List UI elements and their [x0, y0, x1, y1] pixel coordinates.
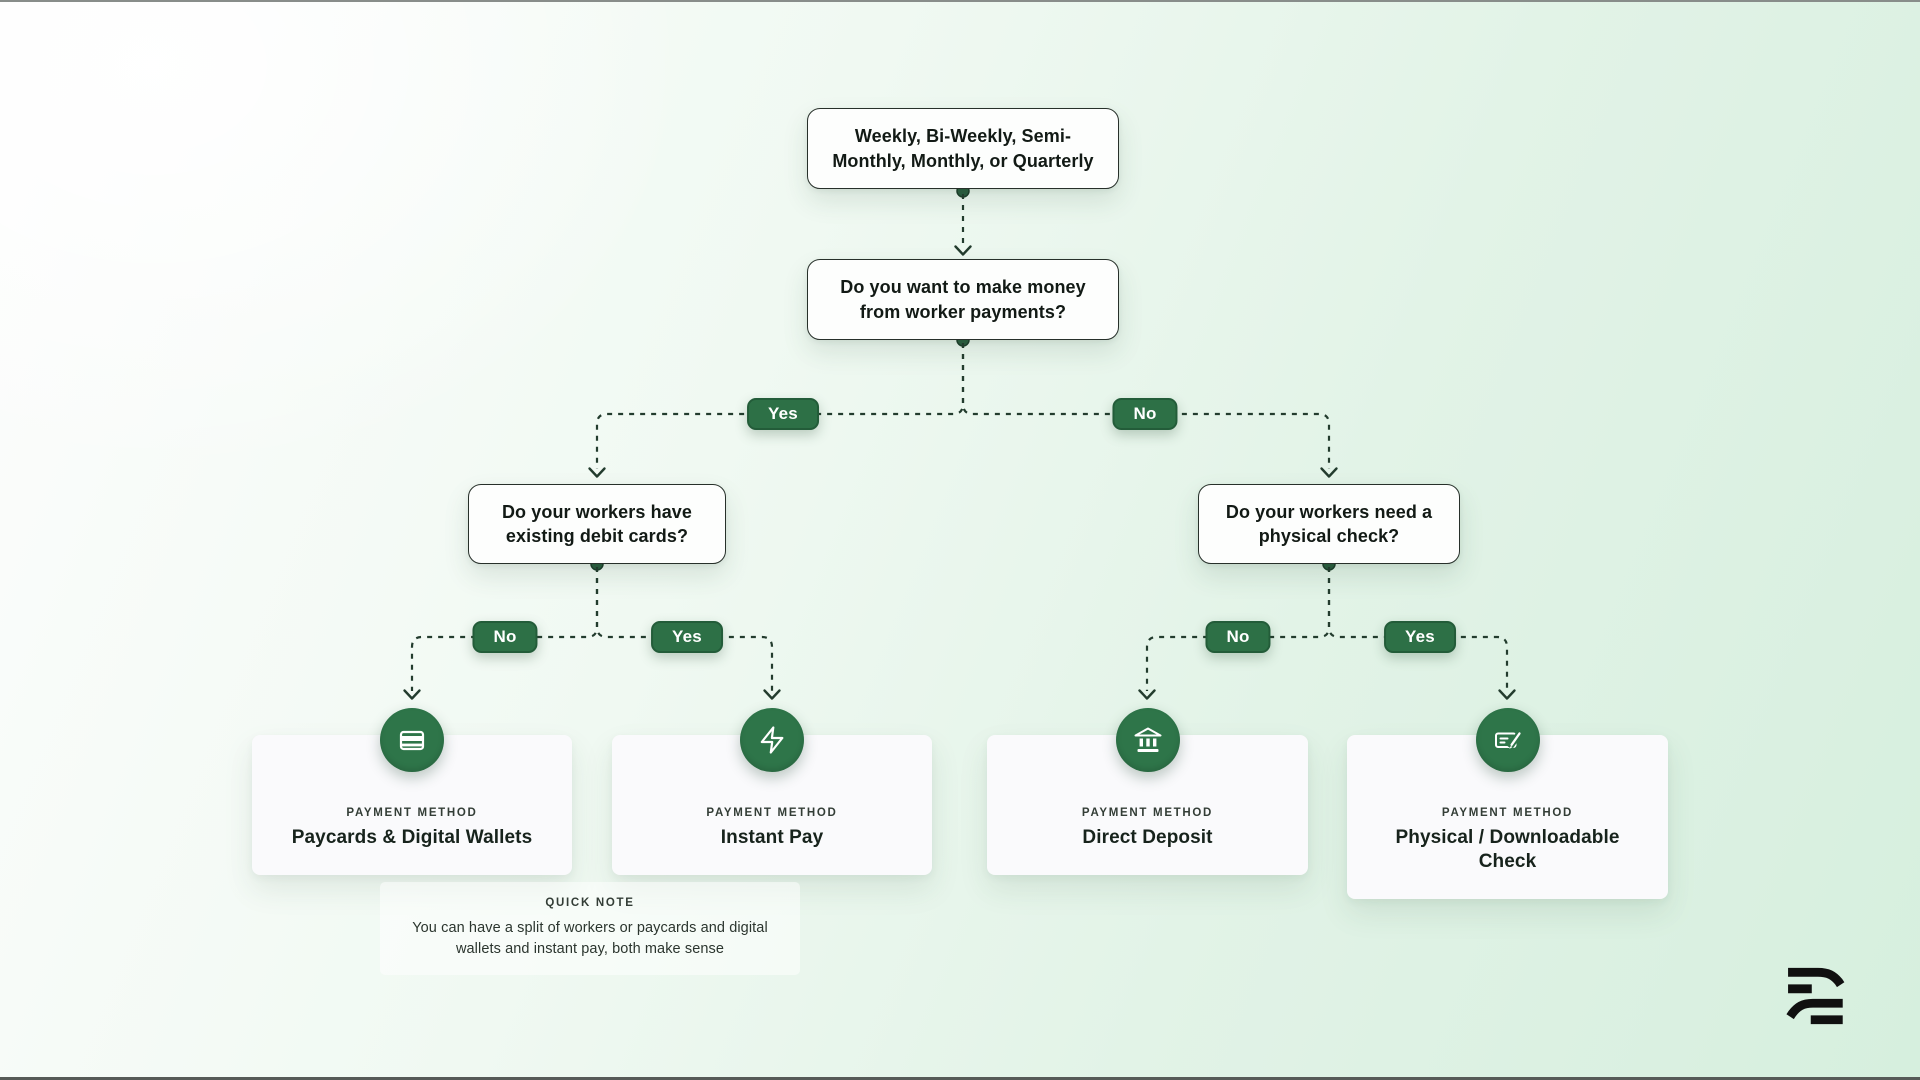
decision-node-label: Do your workers need a physical check? — [1225, 501, 1433, 546]
payment-method-kicker: Payment Method — [346, 807, 478, 819]
branch-label-yes-top-left: Yes — [747, 398, 819, 430]
payment-card-instant-pay: Payment Method Instant Pay — [612, 708, 932, 875]
branch-label-no-left: No — [472, 621, 538, 653]
decision-node-label: Do you want to make money from worker pa… — [840, 277, 1086, 322]
decision-node-debit-cards: Do your workers have existing debit card… — [468, 484, 726, 564]
bottom-edge-line — [0, 1077, 1920, 1080]
payment-method-kicker: Payment Method — [1441, 807, 1574, 819]
quick-note-kicker: Quick Note — [545, 897, 635, 909]
payment-method-kicker: Payment Method — [1081, 807, 1214, 819]
quick-note: Quick Note You can have a split of worke… — [380, 882, 800, 976]
branch-label-yes-right: Yes — [1384, 621, 1456, 653]
branch-label-no-right: No — [1205, 621, 1271, 653]
payment-method-title: Physical / Downloadable Check — [1395, 827, 1620, 872]
lightning-bolt-icon — [740, 708, 804, 772]
connector-split-top — [588, 333, 1338, 478]
decision-node-label: Do your workers have existing debit card… — [501, 501, 693, 546]
payment-card-direct-deposit: Payment Method Direct Deposit — [987, 708, 1308, 875]
decision-node-pay-frequency: Weekly, Bi-Weekly, Semi-Monthly, Monthly… — [807, 108, 1119, 189]
credit-card-icon — [380, 708, 444, 772]
bank-icon — [1115, 708, 1180, 772]
branch-label-yes-left: Yes — [651, 621, 723, 653]
payment-card-physical-check: Payment Method Physical / Downloadable C… — [1347, 708, 1668, 899]
top-edge-line — [0, 0, 1920, 2]
decision-node-make-money: Do you want to make money from worker pa… — [807, 259, 1119, 340]
connector-split-left — [403, 557, 781, 700]
quick-note-body: You can have a split of workers or payca… — [412, 920, 768, 957]
decision-node-physical-check: Do your workers need a physical check? — [1198, 484, 1460, 564]
decision-node-label: Weekly, Bi-Weekly, Semi-Monthly, Monthly… — [832, 126, 1094, 171]
branch-label-no-top-right: No — [1112, 398, 1178, 430]
payment-method-kicker: Payment Method — [706, 807, 838, 819]
payment-method-title: Paycards & Digital Wallets — [291, 827, 533, 848]
check-edit-icon — [1475, 708, 1540, 772]
payment-method-title: Instant Pay — [720, 827, 824, 848]
connector-split-right — [1138, 557, 1516, 700]
payment-method-title: Direct Deposit — [1082, 827, 1213, 848]
connector-frequency-to-question — [954, 184, 972, 256]
brand-logo — [1786, 967, 1845, 1025]
payment-card-paycards: Payment Method Paycards & Digital Wallet… — [252, 708, 572, 875]
